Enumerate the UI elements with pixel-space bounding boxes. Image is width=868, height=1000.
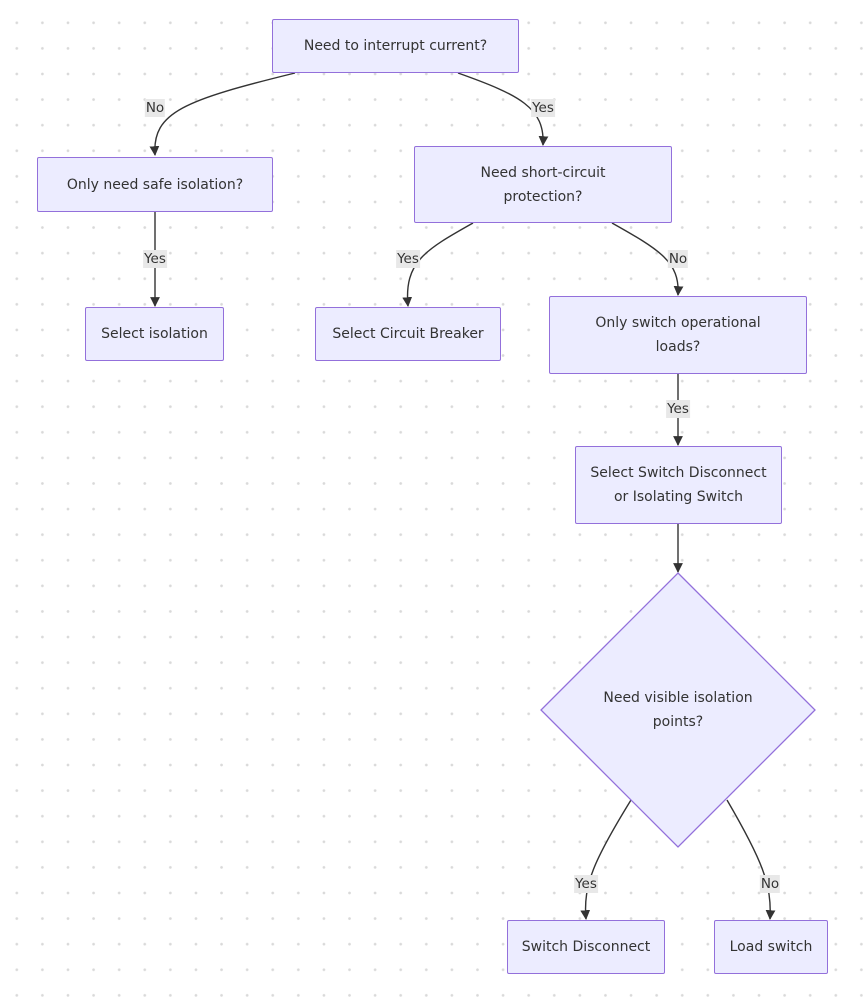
decision-label-visible-isolation: Need visible isolation points? [603, 690, 753, 730]
edge-label-visible-no: No [759, 875, 781, 893]
node-safe-isolation: Only need safe isolation? [37, 157, 273, 212]
decision-diamond-visible-isolation [540, 572, 816, 848]
node-load-switch: Load switch [714, 920, 828, 974]
edge-visible-to-load-switch [726, 799, 776, 920]
edge-label-short-circuit-no: No [667, 250, 689, 268]
node-short-circuit-protection: Need short-circuit protection? [414, 146, 672, 223]
node-interrupt-current: Need to interrupt current? [272, 19, 519, 73]
node-operational-loads: Only switch operational loads? [549, 296, 807, 374]
edge-interrupt-to-isolation [149, 72, 296, 156]
edge-label-operational-yes: Yes [666, 400, 690, 418]
edge-short-circuit-to-breaker [402, 222, 474, 307]
node-select-switch-disconnect: Select Switch Disconnect or Isolating Sw… [575, 446, 782, 524]
edge-label-isolation-yes: Yes [143, 250, 167, 268]
edge-interrupt-to-short-circuit [457, 72, 549, 146]
edge-label-short-circuit-yes: Yes [396, 250, 420, 268]
edge-label-interrupt-yes: Yes [531, 99, 555, 117]
node-select-circuit-breaker: Select Circuit Breaker [315, 307, 501, 361]
edge-visible-to-switch-disconnect [580, 799, 632, 920]
edge-label-interrupt-no: No [144, 99, 166, 117]
node-select-isolation: Select isolation [85, 307, 224, 361]
edge-short-circuit-to-operational [611, 222, 684, 296]
edge-label-visible-yes: Yes [574, 875, 598, 893]
node-switch-disconnect: Switch Disconnect [507, 920, 665, 974]
